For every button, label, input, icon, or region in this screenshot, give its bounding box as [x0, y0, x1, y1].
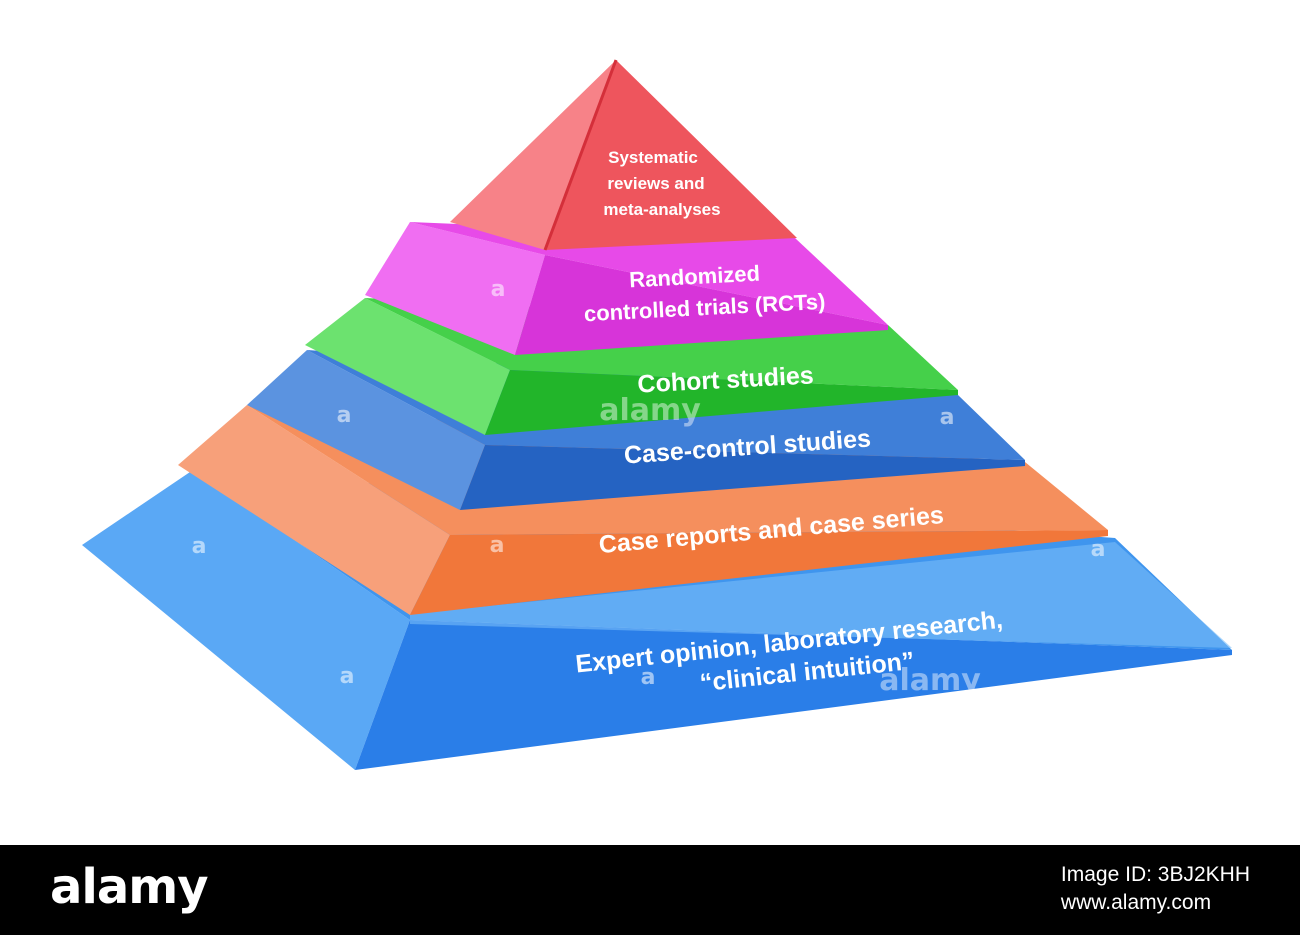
watermark-mark: a: [340, 664, 355, 689]
tier-expert-opinion-top-edge: [410, 542, 1232, 648]
tier-rcts-top: [410, 222, 888, 325]
alamy-logo: alamy: [50, 859, 209, 915]
watermark-logo: alamy: [879, 663, 981, 698]
tier-rcts: Randomized controlled trials (RCTs): [365, 222, 888, 355]
tier-systematic-reviews-front-face: [545, 60, 797, 250]
site-url[interactable]: www.alamy.com: [1060, 891, 1212, 914]
tier-systematic-reviews-label-2: reviews and: [607, 174, 704, 193]
tier-case-control-left-face: [247, 350, 485, 510]
watermark-logo: alamy: [599, 393, 701, 428]
tier-rcts-left-face: [365, 222, 545, 355]
watermark-mark: a: [490, 533, 505, 558]
image-id-text: Image ID: 3BJ2KHH: [1060, 863, 1250, 886]
tier-systematic-reviews: Systematic reviews and meta-analyses: [450, 59, 797, 251]
tier-expert-opinion-front-face: [355, 620, 1232, 770]
tier-systematic-reviews-ridge: [543, 59, 618, 251]
tier-systematic-reviews-label-3: meta-analyses: [603, 200, 720, 219]
watermark-mark: a: [940, 405, 955, 430]
tier-systematic-reviews-left-face: [450, 60, 616, 250]
evidence-pyramid: Expert opinion, laboratory research, “cl…: [82, 59, 1232, 770]
footer-bar: alamy Image ID: 3BJ2KHH www.alamy.com: [0, 845, 1300, 935]
watermark-mark: a: [641, 665, 656, 690]
footer-image-info: Image ID: 3BJ2KHH www.alamy.com: [1061, 861, 1250, 917]
tier-cohort-left-face: [305, 298, 510, 435]
tier-systematic-reviews-label-1: Systematic: [608, 148, 698, 167]
watermark-mark: a: [491, 277, 506, 302]
tier-rcts-front-face: [515, 255, 888, 355]
watermark-mark: a: [192, 534, 207, 559]
tier-cohort-front-face: [485, 370, 958, 435]
watermark-mark: a: [337, 403, 352, 428]
tier-case-reports-left-face: [178, 405, 450, 615]
tier-case-reports-front-face: [410, 530, 1108, 615]
watermark-mark: a: [1091, 537, 1106, 562]
tier-case-control-front-face: [460, 445, 1025, 510]
tier-expert-opinion-left-face: [82, 470, 410, 770]
watermark: a a a a a a a a alamy alamy: [192, 277, 1106, 698]
